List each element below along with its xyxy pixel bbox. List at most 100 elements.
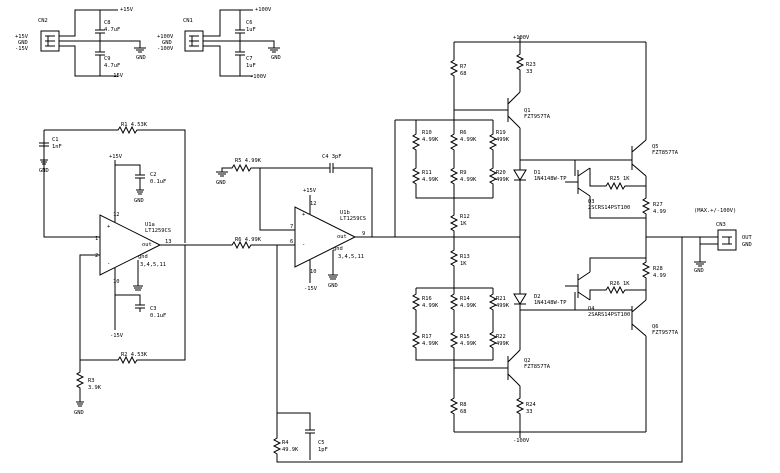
svg-text:GND: GND [74,410,84,416]
q6-part: FZT957TA [652,330,679,336]
r27-val: 4.99 [653,209,666,215]
c1-ref: C1 [52,137,59,143]
svg-text:R15: R15 [460,334,470,340]
d1-ref: D1 [534,170,541,176]
q4-ref: Q4 [588,306,595,312]
svg-text:4.99K: 4.99K [422,341,439,347]
r5-label: R5 4.99K [235,158,262,164]
c7-val: 1uF [246,63,256,69]
c3-ref: C3 [150,306,157,312]
cn2-pin-3: -15V [15,46,29,52]
q2-ref: Q2 [524,358,531,364]
r25-label: R25 1K [610,176,630,182]
u1a-vpos: +15V [109,154,123,160]
svg-text:R17: R17 [422,334,432,340]
svg-text:R12: R12 [460,214,470,220]
vpos-label: +100V [513,35,530,41]
svg-text:R10: R10 [422,130,432,136]
cn3-connector [717,229,737,251]
stage2-block: GND R5 4.99K C4 3pF R6 4.99K + - U1b LT1… [216,120,683,463]
svg-text:4.99K: 4.99K [422,137,439,143]
svg-text:R20: R20 [496,170,506,176]
cn1-pin-1: +100V [157,34,174,40]
u1b-out: out [337,234,347,240]
u1a-out: out [142,242,152,248]
svg-text:GND: GND [694,268,704,274]
svg-text:10: 10 [310,269,317,275]
q1-ref: Q1 [524,108,531,114]
c6-val: 1uF [246,27,256,33]
r2-label: R2 4.53K [121,352,148,358]
r3-val: 3.9K [88,385,102,391]
cn1-pin-3: -100V [157,46,174,52]
svg-text:499K: 499K [496,303,510,309]
svg-text:R14: R14 [460,296,470,302]
svg-text:10: 10 [113,279,120,285]
svg-text:R16: R16 [422,296,432,302]
u1b-part: LT1259CS [340,216,366,222]
output-note: (MAX.+/-100V) [694,208,736,214]
svg-text:4.99K: 4.99K [422,177,439,183]
q5-ref: Q5 [652,144,659,150]
u1b-gnd: gnd [333,246,343,252]
q4-part: 2SARS14PST100 [588,312,630,318]
svg-text:12: 12 [310,201,317,207]
svg-text:-: - [302,242,305,248]
svg-text:+: + [107,224,111,230]
cn2-pin-2: GND [18,40,28,46]
cn1-supply-block: CN1 +100V GND -100V +100V -100V C6 1uF C… [157,7,281,80]
q3-ref: Q3 [588,199,595,205]
u1b-ref: U1b [340,210,350,216]
c5-ref: C5 [318,440,325,446]
svg-text:GND: GND [134,198,144,204]
q3-part: 2SCRS14PST100 [588,205,630,211]
r28-val: 4.99 [653,273,666,279]
cn3-pin-out: OUT [742,235,752,241]
r7-val: 68 [460,71,467,77]
q1-part: FZT957TA [524,114,551,120]
r4-val: 49.9K [282,447,299,453]
cn2-pin-1: +15V [15,34,29,40]
r26-label: R26 1K [610,281,630,287]
svg-text:1K: 1K [460,261,467,267]
stage1-block: C1 1nF GND R1 4.53K + - U1a LT1259CS gnd… [39,122,226,416]
svg-text:GND: GND [216,180,226,186]
cn1-rail-top: +100V [255,7,272,13]
c7-ref: C7 [246,56,253,62]
svg-text:GND: GND [328,283,338,289]
c2-val: 0.1uF [150,179,166,185]
c1-val: 1nF [52,144,62,150]
cn3-pin-gnd: GND [742,242,752,248]
u1b-pins: 3,4,5,11 [338,254,364,260]
svg-text:12: 12 [113,212,120,218]
u1a-part: LT1259CS [145,228,171,234]
r4-ref: R4 [282,440,289,446]
cn3-ref: CN3 [716,222,726,228]
svg-text:R6: R6 [460,130,467,136]
q6-ref: Q6 [652,324,659,330]
r8-val: 68 [460,409,467,415]
r23-ref: R23 [526,62,536,68]
svg-text:R22: R22 [496,334,506,340]
cn1-pin-2: GND [162,40,172,46]
svg-text:6: 6 [290,239,293,245]
svg-text:1K: 1K [460,221,467,227]
c5-val: 1pF [318,447,328,453]
cn1-ref: CN1 [183,18,193,24]
svg-text:7: 7 [290,224,293,230]
q2-part: FZT857TA [524,364,551,370]
svg-text:R9: R9 [460,170,467,176]
u1a-opamp [99,214,162,276]
r3-ref: R3 [88,378,95,384]
cn2-rail-bot: -15V [110,73,124,79]
r24-val: 33 [526,409,533,415]
svg-text:+: + [302,212,306,218]
c3-val: 0.1uF [150,313,166,319]
cn2-rail-top: +15V [120,7,134,13]
u1a-ref: U1a [145,222,155,228]
svg-text:4.99K: 4.99K [460,341,477,347]
c9-ref: C9 [104,56,111,62]
output-block: +100V -100V R7 68 R10 4.99K R6 4.99K R19… [395,35,752,444]
